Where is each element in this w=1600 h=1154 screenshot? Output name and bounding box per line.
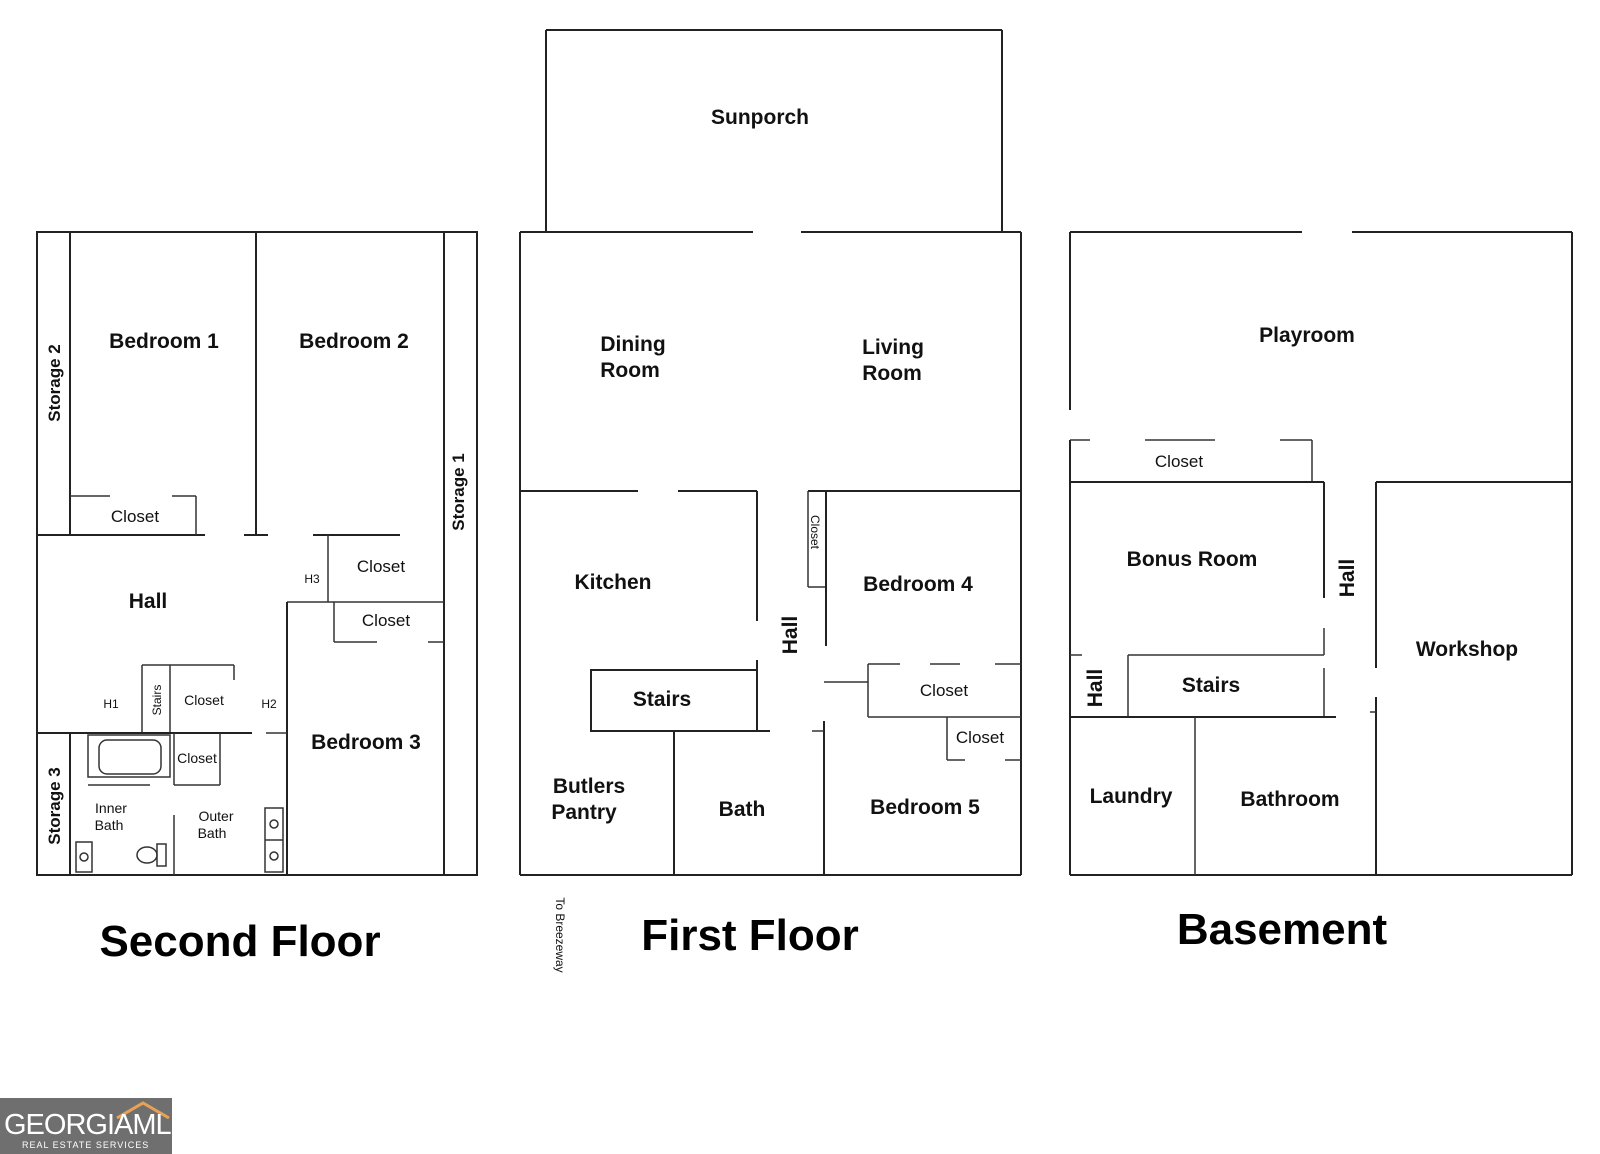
dining-label-line1: Dining bbox=[600, 333, 665, 356]
second-floor-title: Second Floor bbox=[99, 917, 380, 966]
bedroom-2-label: Bedroom 2 bbox=[299, 330, 409, 353]
h2-label: H2 bbox=[261, 697, 277, 711]
closet-stairs-label: Closet bbox=[184, 692, 224, 708]
h1-label: H1 bbox=[103, 697, 119, 711]
h3-label: H3 bbox=[304, 572, 320, 586]
to-breezeway-label: To Breezeway bbox=[553, 897, 567, 972]
closet-first-1-label: Closet bbox=[920, 681, 968, 700]
logo-subtext: REAL ESTATE SERVICES bbox=[22, 1140, 150, 1150]
first-floor-title: First Floor bbox=[641, 911, 859, 960]
living-label-line2: Room bbox=[862, 362, 922, 385]
georgiamls-logo: GEORGIAMLS REAL ESTATE SERVICES bbox=[0, 1098, 190, 1154]
inner-bath-label-line2: Bath bbox=[95, 817, 124, 833]
closet-bedroom-1-label: Closet bbox=[111, 507, 159, 526]
bedroom-5-label: Bedroom 5 bbox=[870, 796, 980, 819]
basement-stairs-label: Stairs bbox=[1182, 674, 1240, 697]
playroom-label: Playroom bbox=[1259, 324, 1355, 347]
storage-3-label: Storage 3 bbox=[45, 767, 64, 844]
living-label-line1: Living bbox=[862, 336, 924, 359]
bedroom-3-label: Bedroom 3 bbox=[311, 731, 421, 754]
outer-bath-label-line1: Outer bbox=[198, 808, 233, 824]
storage-1-label: Storage 1 bbox=[449, 453, 468, 530]
second-hall-label: Hall bbox=[129, 590, 168, 613]
laundry-label: Laundry bbox=[1090, 785, 1173, 808]
second-stairs-label: Stairs bbox=[150, 685, 164, 716]
second-floor-plan bbox=[36, 231, 478, 876]
closet-bedroom-3-label: Closet bbox=[362, 611, 410, 630]
logo-text: GEORGIAMLS bbox=[4, 1109, 190, 1141]
basement-hall-left-label: Hall bbox=[1084, 669, 1107, 708]
basement-closet-label: Closet bbox=[1155, 452, 1203, 471]
storage-2-label: Storage 2 bbox=[45, 344, 64, 421]
house-roof-icon bbox=[116, 1101, 170, 1120]
basement-title: Basement bbox=[1177, 905, 1388, 954]
closet-first-2-label: Closet bbox=[956, 728, 1004, 747]
butlers-label-line1: Butlers bbox=[553, 775, 625, 798]
first-bath-label: Bath bbox=[719, 798, 766, 821]
dining-label-line2: Room bbox=[600, 359, 660, 382]
first-stairs-label: Stairs bbox=[633, 688, 691, 711]
workshop-label: Workshop bbox=[1416, 638, 1518, 661]
outer-bath-label-line2: Bath bbox=[198, 825, 227, 841]
closet-h3-label: Closet bbox=[357, 557, 405, 576]
bedroom-4-label: Bedroom 4 bbox=[863, 573, 973, 596]
butlers-label-line2: Pantry bbox=[551, 801, 617, 824]
kitchen-label: Kitchen bbox=[574, 571, 651, 594]
basement-hall-right-label: Hall bbox=[1336, 559, 1359, 598]
first-hall-label: Hall bbox=[779, 616, 802, 655]
basement-bathroom-label: Bathroom bbox=[1240, 788, 1339, 811]
basement-plan bbox=[1069, 231, 1573, 876]
closet-bath-label: Closet bbox=[177, 750, 217, 766]
closet-vertical-label: Closet bbox=[808, 515, 822, 550]
first-floor-plan bbox=[519, 29, 1022, 876]
sunporch-label: Sunporch bbox=[711, 106, 809, 129]
bedroom-1-label: Bedroom 1 bbox=[109, 330, 219, 353]
bonus-room-label: Bonus Room bbox=[1127, 548, 1258, 571]
inner-bath-label-line1: Inner bbox=[95, 800, 127, 816]
